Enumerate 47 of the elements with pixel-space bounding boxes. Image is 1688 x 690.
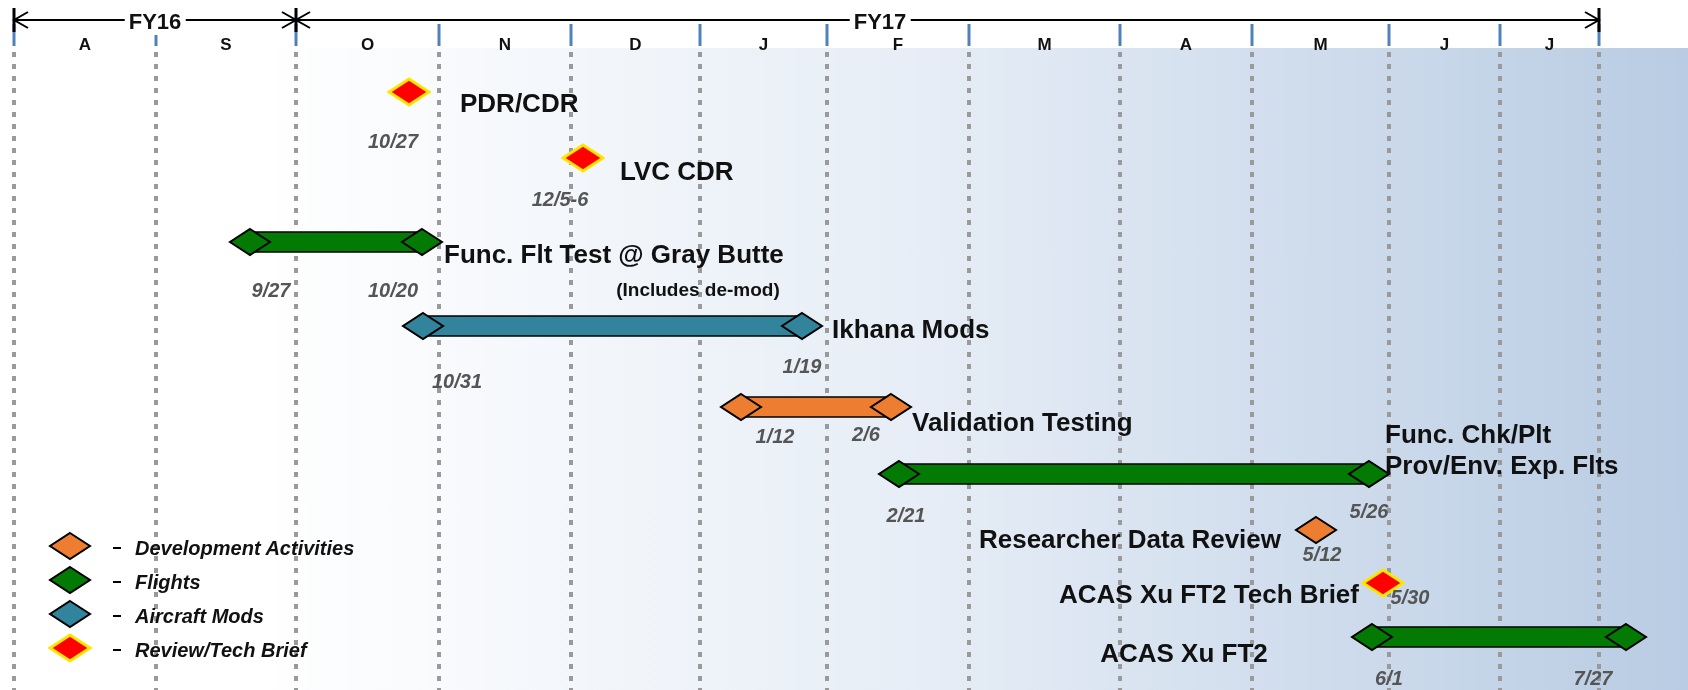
task-label: Researcher Data Review bbox=[978, 524, 1281, 556]
month-label: F bbox=[891, 35, 905, 55]
legend-label: Flights bbox=[135, 570, 201, 594]
date-label: 5/26 bbox=[1349, 499, 1389, 523]
date-label: 10/31 bbox=[431, 369, 483, 393]
month-label: M bbox=[1036, 35, 1053, 55]
date-label: 10/27 bbox=[367, 129, 419, 153]
date-label: 9/27 bbox=[251, 278, 291, 302]
legend-label: Review/Tech Brief bbox=[135, 638, 307, 662]
month-label: O bbox=[359, 35, 376, 55]
date-label: 6/1 bbox=[1375, 666, 1403, 690]
month-label: J bbox=[757, 35, 770, 55]
milestone-diamond bbox=[561, 143, 605, 173]
task-label: Ikhana Mods bbox=[832, 314, 990, 346]
date-label: 5/12 bbox=[1302, 542, 1342, 566]
date-label: 1/12 bbox=[755, 424, 795, 448]
milestone-diamond bbox=[1294, 515, 1338, 545]
month-label: N bbox=[497, 35, 513, 55]
task-bar bbox=[1350, 622, 1648, 652]
task-label: Validation Testing bbox=[912, 407, 1133, 439]
date-label: 5/30 bbox=[1390, 585, 1430, 609]
month-label: A bbox=[1178, 35, 1194, 55]
legend-label: Development Activities bbox=[135, 536, 355, 560]
month-label: J bbox=[1543, 35, 1556, 55]
date-label: 12/5-6 bbox=[531, 187, 589, 211]
milestone-diamond bbox=[387, 77, 431, 107]
task-bar bbox=[228, 227, 444, 257]
task-note: (Includes de-mod) bbox=[616, 278, 780, 302]
date-label: 10/20 bbox=[367, 278, 419, 302]
month-label: D bbox=[628, 35, 643, 55]
task-label: PDR/CDR bbox=[460, 88, 579, 120]
task-label: ACAS Xu FT2 bbox=[1100, 638, 1268, 670]
date-label: 1/19 bbox=[782, 354, 822, 378]
month-label: A bbox=[77, 35, 93, 55]
task-label: ACAS Xu FT2 Tech Brief bbox=[1059, 579, 1359, 611]
date-label: 7/27 bbox=[1573, 666, 1613, 690]
date-label: 2/21 bbox=[886, 503, 926, 527]
month-label: S bbox=[219, 35, 233, 55]
legend-label: Aircraft Mods bbox=[135, 604, 264, 628]
task-label: Func. Chk/Plt Prov/Env. Exp. Flts bbox=[1385, 418, 1620, 482]
date-label: 2/6 bbox=[852, 422, 880, 446]
task-label: LVC CDR bbox=[620, 156, 734, 188]
task-bar bbox=[719, 392, 913, 422]
month-label: M bbox=[1312, 35, 1329, 55]
task-bar bbox=[401, 311, 824, 341]
month-label: J bbox=[1438, 35, 1451, 55]
task-label: Func. Flt Test @ Gray Butte bbox=[444, 239, 784, 271]
